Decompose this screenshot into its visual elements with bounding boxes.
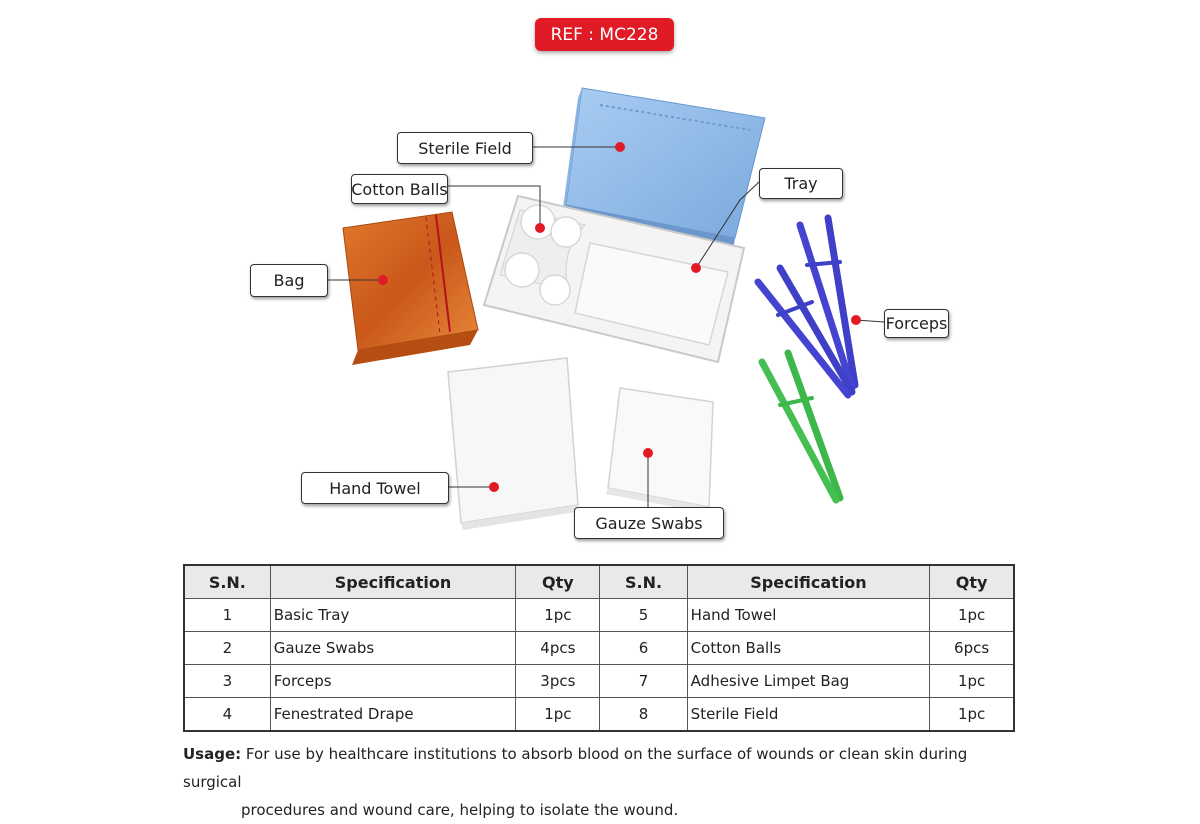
cell-specification: Adhesive Limpet Bag — [686, 664, 931, 698]
bag-image — [342, 211, 479, 365]
table-row: 2 Gauze Swabs 4pcs 6 Cotton Balls 6pcs — [183, 631, 1015, 665]
cell-sn: 8 — [599, 697, 688, 732]
callout-sterile-field: Sterile Field — [397, 132, 533, 164]
cell-qty: 1pc — [929, 697, 1015, 732]
cell-specification: Gauze Swabs — [269, 631, 517, 665]
table-row: 1 Basic Tray 1pc 5 Hand Towel 1pc — [183, 598, 1015, 632]
cell-sn: 7 — [599, 664, 688, 698]
cell-qty: 3pcs — [515, 664, 601, 698]
cell-specification: Sterile Field — [686, 697, 931, 732]
cell-specification: Cotton Balls — [686, 631, 931, 665]
cotton-balls-image — [504, 204, 582, 306]
leader-lines — [327, 146, 885, 507]
cell-sn: 5 — [599, 598, 688, 632]
table-header-row: S.N. Specification Qty S.N. Specificatio… — [183, 564, 1015, 599]
hand-towel-image — [447, 357, 579, 530]
cell-specification: Hand Towel — [686, 598, 931, 632]
header-sn: S.N. — [183, 564, 271, 599]
header-qty: Qty — [929, 564, 1015, 599]
cell-sn: 3 — [183, 664, 271, 698]
header-specification: Specification — [269, 564, 517, 599]
callout-bag: Bag — [250, 264, 328, 297]
callout-forceps: Forceps — [884, 309, 949, 338]
header-specification: Specification — [686, 564, 931, 599]
table-row: 4 Fenestrated Drape 1pc 8 Sterile Field … — [183, 697, 1015, 732]
cell-sn: 2 — [183, 631, 271, 665]
cell-specification: Fenestrated Drape — [269, 697, 517, 732]
cell-qty: 1pc — [929, 598, 1015, 632]
cell-sn: 6 — [599, 631, 688, 665]
cell-qty: 1pc — [515, 598, 601, 632]
gauze-swabs-image — [606, 387, 714, 513]
cell-qty: 6pcs — [929, 631, 1015, 665]
cell-qty: 1pc — [929, 664, 1015, 698]
table-row: 3 Forceps 3pcs 7 Adhesive Limpet Bag 1pc — [183, 664, 1015, 698]
header-sn: S.N. — [599, 564, 688, 599]
cell-sn: 4 — [183, 697, 271, 732]
cell-qty: 4pcs — [515, 631, 601, 665]
marker-dots — [378, 142, 861, 492]
cell-sn: 1 — [183, 598, 271, 632]
usage-note: Usage: For use by healthcare institution… — [183, 740, 1023, 824]
usage-label: Usage: — [183, 745, 242, 763]
forceps-image — [754, 214, 859, 504]
callout-gauze-swabs: Gauze Swabs — [574, 507, 724, 539]
header-qty: Qty — [515, 564, 601, 599]
cell-specification: Forceps — [269, 664, 517, 698]
cell-qty: 1pc — [515, 697, 601, 732]
callout-hand-towel: Hand Towel — [301, 472, 449, 504]
callout-cotton-balls: Cotton Balls — [351, 174, 448, 204]
usage-text-line1: For use by healthcare institutions to ab… — [183, 745, 968, 791]
specification-table: S.N. Specification Qty S.N. Specificatio… — [183, 564, 1015, 732]
product-illustration — [327, 87, 885, 530]
ref-badge: REF : MC228 — [535, 18, 674, 51]
cell-specification: Basic Tray — [269, 598, 517, 632]
usage-text-line2: procedures and wound care, helping to is… — [241, 801, 679, 819]
callout-tray: Tray — [759, 168, 843, 199]
